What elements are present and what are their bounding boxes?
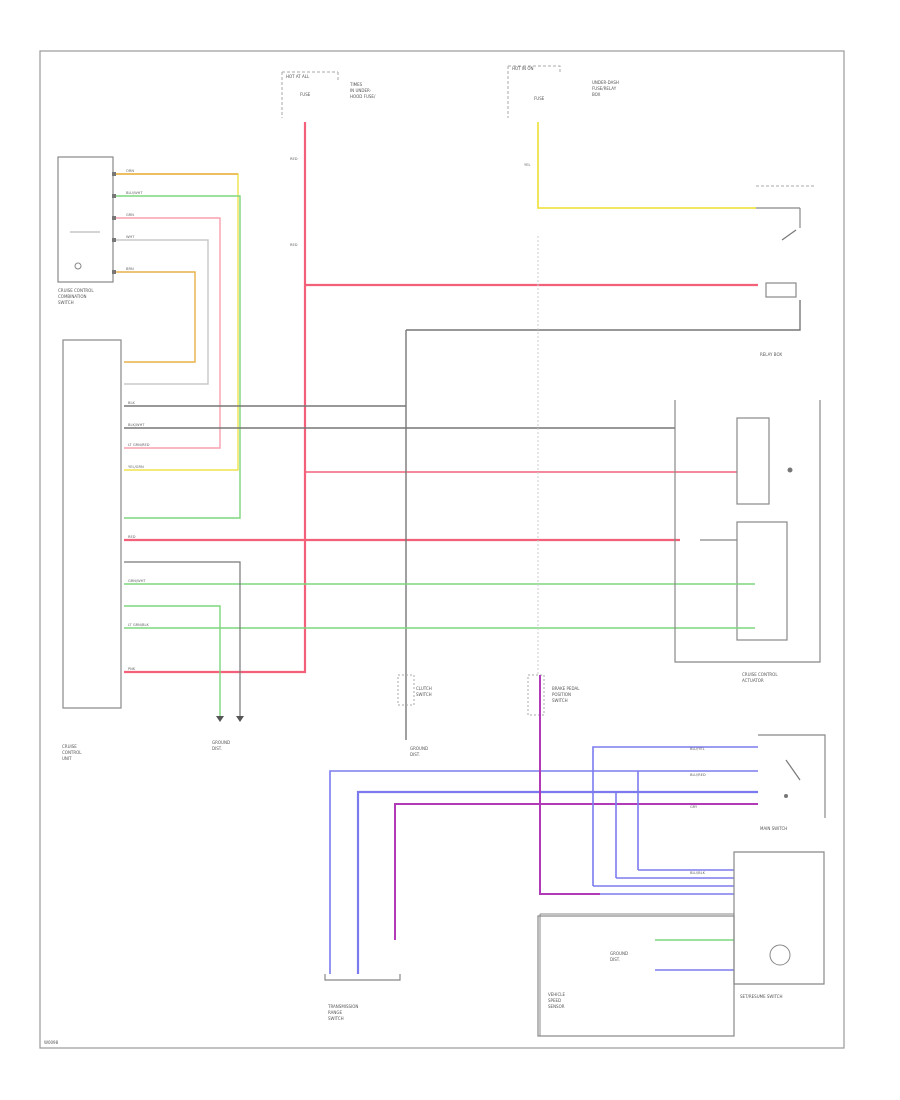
fuse-label-left: FUSE [300, 92, 311, 97]
wire-label-yel: YEL [524, 163, 530, 167]
wire-label-red-2: RED [290, 243, 298, 247]
fuse-right-line-2: FUSE/RELAY [592, 86, 617, 91]
trs-line-2: RANGE [328, 1010, 342, 1015]
wire-labels: ORN BLU/WHT GRN WHT BRN RED RED YEL BLK … [126, 157, 706, 875]
main-switch: MAIN SWITCH [758, 734, 826, 831]
signal-wires-green [124, 583, 680, 716]
ground-wires [124, 300, 801, 740]
wire-label-blu-blk: BLU/BLK [690, 871, 706, 875]
brake-line-1: BRAKE PEDAL [552, 686, 580, 691]
ground-mid-line-1: GROUND [410, 746, 428, 751]
wire-label-red-1: RED [290, 157, 298, 161]
ccu-line-3: UNIT [62, 756, 72, 761]
wire-label-lt-grn-red: LT GRN/RED [128, 443, 150, 447]
set-resume-switch: SET/RESUME SWITCH [733, 851, 825, 999]
transmission-range-switch: TRANSMISSION RANGE SWITCH [324, 974, 401, 1021]
clutch-switch: CLUTCH SWITCH [397, 674, 432, 706]
diagram-frame [39, 50, 845, 1049]
wire-label-lt-grn-blk: LT GRN/BLK [128, 623, 149, 627]
wire-label-pnk: PNK [128, 667, 136, 671]
fuse-label-right: FUSE [534, 96, 545, 101]
wire-label-gry: GRY [690, 805, 698, 809]
wire-label-brn: BRN [126, 267, 134, 271]
ccu-line-1: CRUISE [62, 744, 77, 749]
wire-label-yel-grn: YEL/GRN [128, 465, 144, 469]
ccu-line-2: CONTROL [62, 750, 82, 755]
wire-label-grn: GRN [126, 213, 134, 217]
trs-line-1: TRANSMISSION [327, 1004, 358, 1009]
wire-label-blu-red: BLU/RED [690, 773, 706, 777]
vehicle-speed-sensor: VEHICLE SPEED SENSOR [537, 915, 735, 1037]
combo-switch-line-3: SWITCH [58, 300, 74, 305]
actuator-line-2: ACTUATOR [742, 678, 764, 683]
clutch-line-1: CLUTCH [416, 686, 432, 691]
combo-switch-line-1: CRUISE CONTROL [58, 288, 94, 293]
actuator-line-1: CRUISE CONTROL [742, 672, 778, 677]
fuse-header-right: HOT IN ON [512, 66, 533, 71]
ground-mid-line-2: DIST. [410, 752, 420, 757]
main-switch-label: MAIN SWITCH [760, 826, 787, 831]
ground-right-line-2: DIST. [610, 957, 620, 962]
fuse-header-left: HOT AT ALL [286, 74, 310, 79]
wire-label-grn-wht: GRN/WHT [128, 579, 146, 583]
brake-line-2: POSITION [552, 692, 571, 697]
relay-box-label: RELAY BOX [760, 352, 782, 357]
cruise-actuator: CRUISE CONTROL ACTUATOR [674, 400, 821, 683]
vss-line-1: VEHICLE [548, 992, 565, 997]
combo-switch-line-2: COMBINATION [58, 294, 87, 299]
ground-right-line-1: GROUND [610, 951, 628, 956]
wire-label-blk: BLK [128, 401, 135, 405]
ground-right: GROUND DIST. [610, 939, 734, 971]
cruise-control-combination-switch: CRUISE CONTROL COMBINATION SWITCH [57, 156, 116, 305]
trs-line-3: SWITCH [328, 1016, 344, 1021]
fuse-box-hot-in-on: HOT IN ON FUSE UNDER-DASH FUSE/RELAY BOX [507, 65, 619, 118]
fuse-left-line-2: IN UNDER- [350, 88, 372, 93]
cruise-control-unit: CRUISE CONTROL UNIT [62, 339, 122, 761]
brake-pedal-position-switch: BRAKE PEDAL POSITION SWITCH [527, 236, 580, 716]
ground-left-wires [124, 561, 241, 716]
clutch-line-2: SWITCH [416, 692, 432, 697]
brake-line-3: SWITCH [552, 698, 568, 703]
ignition-feed-wire [537, 122, 756, 209]
ground-left: GROUND DIST. [212, 716, 244, 751]
wire-label-blu-wht: BLU/WHT [126, 191, 143, 195]
fuse-left-line-1: TIMES [349, 82, 363, 87]
fuse-left-line-3: HOOD FUSE/ [350, 94, 376, 99]
vss-line-3: SENSOR [548, 1004, 565, 1009]
combo-switch-wires [116, 173, 241, 519]
wire-label-wht: WHT [126, 235, 135, 239]
fuse-right-line-1: UNDER-DASH [592, 80, 619, 85]
fuse-right-line-3: BOX [592, 92, 601, 97]
fuse-box-hot-at-all-times: HOT AT ALL FUSE TIMES IN UNDER- HOOD FUS… [281, 71, 376, 118]
switch-wires [329, 675, 758, 1036]
vss-line-2: SPEED [548, 998, 561, 1003]
wire-label-blu-yel: BLU/YEL [690, 747, 705, 751]
power-feed-wires [124, 122, 758, 674]
wire-label-red-3: RED [128, 535, 136, 539]
relay-box: RELAY BOX [756, 185, 816, 357]
wire-label-orn: ORN [126, 169, 134, 173]
ground-left-line-2: DIST. [212, 746, 222, 751]
set-resume-label: SET/RESUME SWITCH [740, 994, 783, 999]
wire-label-blk-wht: BLK/WHT [128, 423, 145, 427]
diagram-code: W0098 [44, 1040, 59, 1045]
ground-left-line-1: GROUND [212, 740, 230, 745]
ground-mid: GROUND DIST. [410, 746, 428, 757]
